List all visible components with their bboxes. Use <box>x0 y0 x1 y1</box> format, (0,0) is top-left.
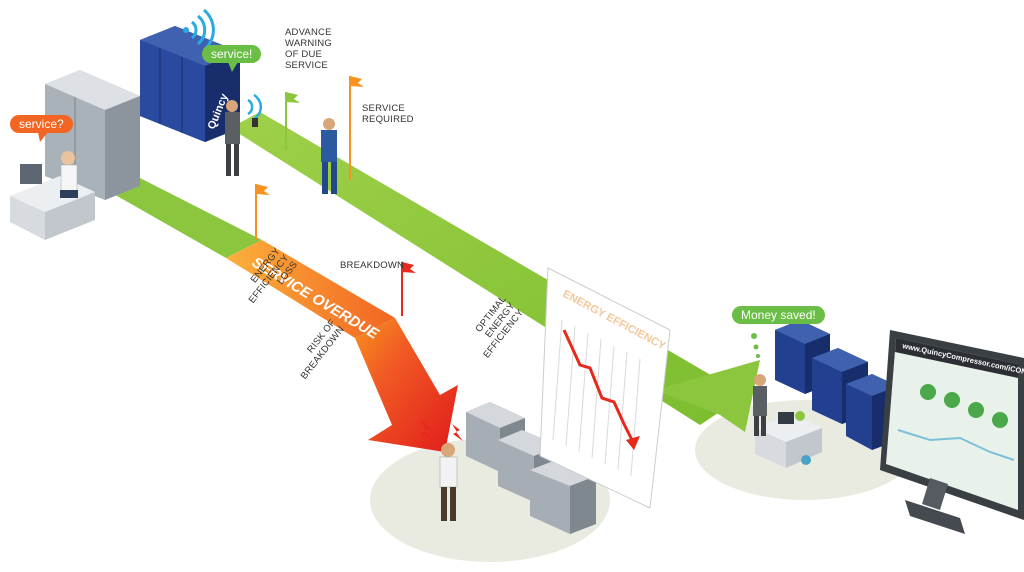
efficiency-decline-line <box>562 329 634 441</box>
flag-icon <box>285 92 300 150</box>
energy-efficiency-chart <box>539 267 671 509</box>
pie-chart-icon <box>920 384 936 400</box>
pie-chart-icon <box>944 392 960 408</box>
lightning-icon <box>420 418 434 442</box>
technician-with-tablet <box>225 100 258 176</box>
green-arrow-head <box>655 360 760 432</box>
breakdown-arrow <box>355 318 458 452</box>
monitor <box>880 330 1024 534</box>
office-desk-left <box>10 151 95 240</box>
pie-chart-icon <box>992 412 1008 428</box>
service-alert-bubble: service! <box>202 45 262 63</box>
breakdown-label: BREAKDOWN <box>340 260 405 271</box>
service-required-label: SERVICE REQUIRED <box>362 103 414 125</box>
bubble-tail <box>38 132 48 142</box>
bubble-tail <box>228 62 238 72</box>
money-saved-bubble: Money saved! <box>732 306 825 324</box>
thought-dots <box>751 333 760 358</box>
flag-icon <box>349 76 364 180</box>
flag-icon <box>401 262 416 316</box>
lightning-icon <box>452 424 463 441</box>
service-question-bubble: service? <box>10 115 73 133</box>
service-overdue-band <box>226 240 395 338</box>
stressed-person <box>439 443 458 521</box>
service-worker <box>321 114 337 194</box>
advance-warning-label: ADVANCE WARNING OF DUE SERVICE <box>285 27 332 71</box>
green-path-lower <box>110 178 262 258</box>
office-desk-right <box>753 374 822 468</box>
wifi-icon <box>247 93 263 121</box>
flag-icon <box>255 184 270 240</box>
pie-chart-icon <box>968 402 984 418</box>
